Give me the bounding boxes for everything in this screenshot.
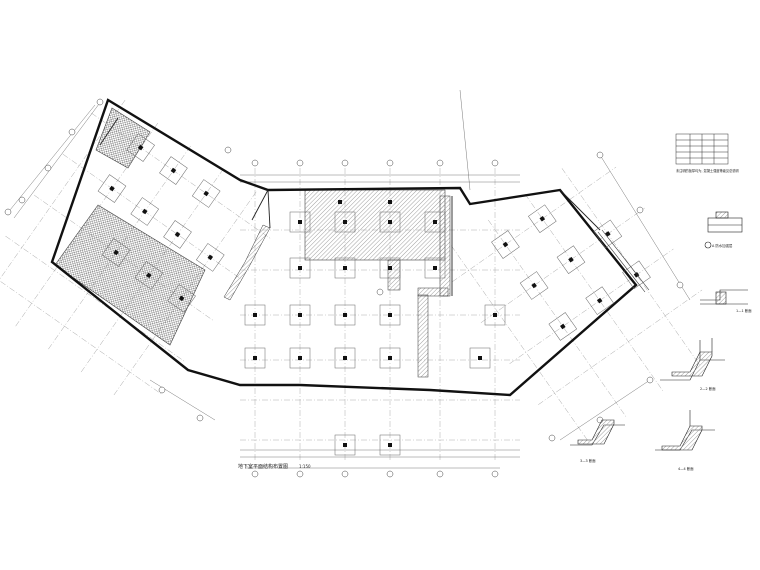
building-outline — [50, 98, 638, 397]
inner-walls — [99, 117, 601, 296]
hatched-zone-left-small — [95, 107, 151, 169]
hatched-zone-center — [304, 189, 446, 261]
section-1-label: 1—1 断面 — [736, 309, 752, 313]
section-4-4 — [655, 410, 715, 451]
detail-a-label: A 防水加强层 — [712, 244, 733, 248]
hatched-walls — [223, 195, 451, 378]
column-grid-center — [244, 200, 506, 456]
column-grid-left — [97, 133, 225, 313]
section-2-label: 2—2 断面 — [700, 387, 716, 391]
axis-bubbles — [4, 98, 684, 478]
drawing-scale: 1:150 — [299, 464, 311, 469]
ramp — [597, 229, 650, 293]
section-1-1 — [700, 289, 748, 305]
hatched-zone-left-large — [54, 204, 206, 346]
section-4-label: 4—4 断面 — [678, 467, 694, 471]
drawing-title: 地下室平面结构布置图 — [238, 464, 289, 470]
section-3-3 — [570, 419, 625, 446]
section-2-2 — [660, 338, 725, 381]
legend-table — [675, 133, 729, 165]
section-3-label: 3—3 断面 — [580, 459, 596, 463]
general-note: 未注明的板厚均为, 混凝土强度等级见总说明 — [676, 169, 739, 173]
detail-a — [704, 211, 743, 249]
